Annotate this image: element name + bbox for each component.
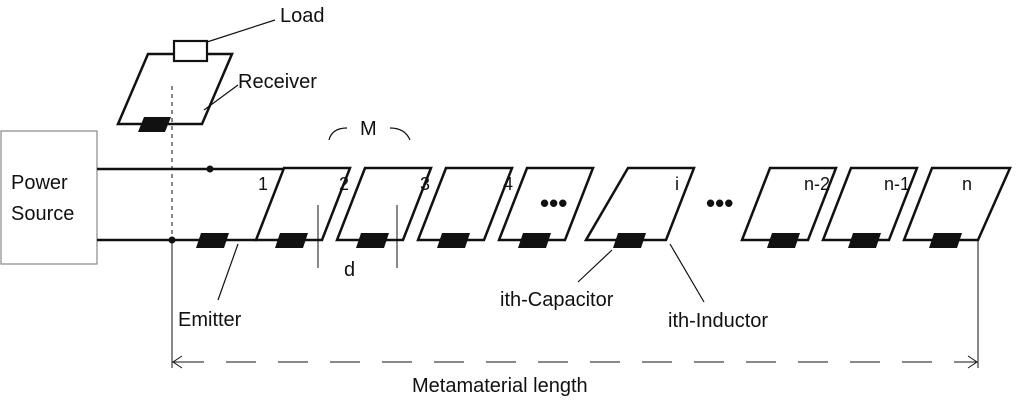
- cell-1-inductor: [254, 166, 352, 242]
- receiver-leader: [203, 84, 239, 111]
- receiver-capacitor: [138, 117, 171, 132]
- cell-n-1-inductor: [821, 166, 919, 242]
- cell-n-capacitor: [929, 233, 962, 248]
- junction-dot-top: [206, 165, 214, 173]
- cell-n-1: n-1: [821, 166, 919, 248]
- distance-label: d: [344, 259, 355, 281]
- cell-n-2-inductor: [740, 166, 838, 242]
- cell-i-label: i: [675, 174, 679, 194]
- load-label: Load: [280, 5, 325, 27]
- load-resistor: [172, 39, 209, 63]
- cell-3-inductor: [416, 166, 514, 242]
- cell-i-inductor: [583, 166, 696, 242]
- inductor-leader: [669, 243, 705, 303]
- cell-n-2-label: n-2: [804, 174, 830, 194]
- mutual-inductance-label: M: [360, 118, 377, 140]
- receiver-label: Receiver: [238, 71, 317, 93]
- cell-n: n: [902, 166, 1012, 248]
- cell-1-label: 1: [258, 174, 268, 194]
- cell-2-inductor: [335, 166, 433, 242]
- cell-n-2: n-2: [740, 166, 838, 248]
- cell-3-capacitor: [437, 233, 470, 248]
- capacitor-label: ith-Capacitor: [500, 289, 614, 311]
- emitter-capacitor: [196, 233, 229, 248]
- cell-4-capacitor: [518, 233, 551, 248]
- capacitor-leader: [577, 249, 613, 283]
- cell-i: i: [583, 166, 696, 248]
- cell-3-label: 3: [420, 174, 430, 194]
- cell-n-1-capacitor: [848, 233, 881, 248]
- cell-n-1-label: n-1: [884, 174, 910, 194]
- load-leader: [206, 19, 276, 43]
- cell-4-label: 4: [503, 174, 513, 194]
- cell-2: 2: [335, 166, 433, 248]
- emitter-leader: [217, 243, 239, 301]
- power-source-label-line1: Power: [11, 172, 68, 194]
- cell-1: 1: [254, 166, 352, 248]
- cell-n-2-capacitor: [767, 233, 800, 248]
- cell-i-capacitor: [613, 233, 646, 248]
- length-arrow-left: [172, 355, 183, 369]
- mutual-inductance-brace: [328, 127, 411, 141]
- length-arrow-right: [967, 355, 978, 369]
- cell-4: 4: [497, 166, 595, 248]
- cell-2-capacitor: [356, 233, 389, 248]
- power-source-box: [0, 130, 98, 265]
- ellipsis-left: •••: [540, 188, 567, 218]
- cell-1-capacitor: [275, 233, 308, 248]
- cell-n-label: n: [962, 174, 972, 194]
- ellipsis-right: •••: [706, 188, 733, 218]
- inductor-label: ith-Inductor: [668, 310, 768, 332]
- cell-2-label: 2: [339, 174, 349, 194]
- length-label: Metamaterial length: [412, 375, 588, 397]
- receiver-coil: [116, 52, 234, 126]
- power-source-label-line2: Source: [11, 203, 74, 225]
- cell-n-inductor: [902, 166, 1012, 242]
- cell-4-inductor: [497, 166, 595, 242]
- cell-3: 3: [416, 166, 514, 248]
- emitter-label: Emitter: [178, 309, 242, 331]
